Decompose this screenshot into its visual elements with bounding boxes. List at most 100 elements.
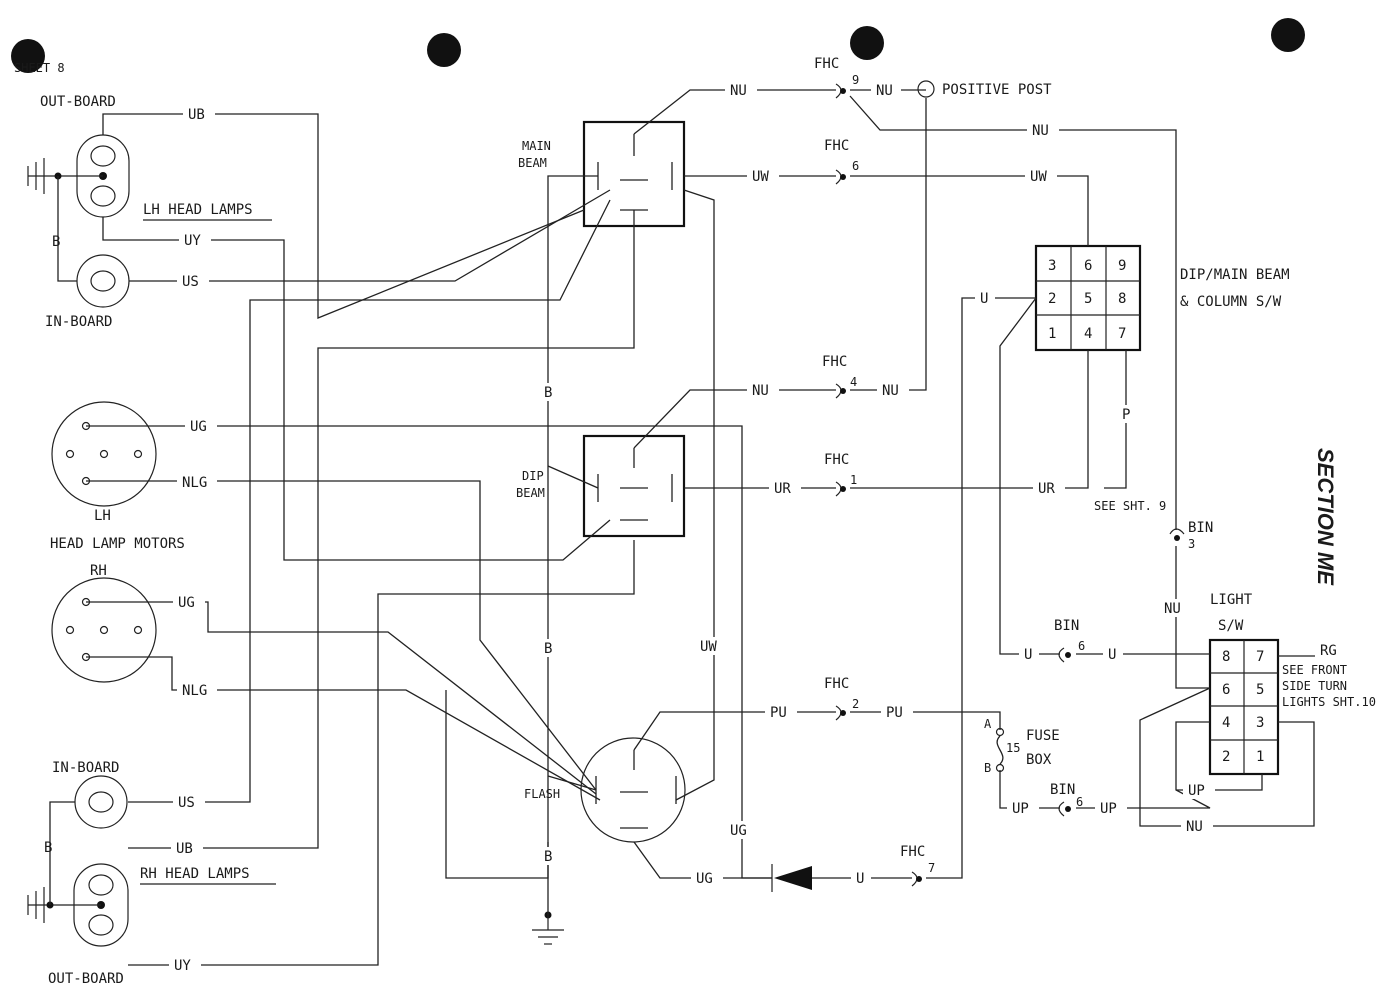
dms-title-2: & COLUMN S/W — [1180, 294, 1282, 310]
dms-pin-8: 8 — [1118, 291, 1126, 307]
lh-b-label: B — [52, 234, 60, 250]
wl-nu-1: NU — [730, 83, 747, 99]
ls-pin-2: 2 — [1222, 749, 1230, 765]
lh-head-lamps-title: LH HEAD LAMPS — [143, 202, 253, 218]
motors-title: HEAD LAMP MOTORS — [50, 536, 185, 552]
wl-uw-3: UW — [700, 639, 717, 655]
wl-up-2: UP — [1100, 801, 1117, 817]
wl-nlg-1: NLG — [182, 475, 207, 491]
bin3-pin: 3 — [1188, 537, 1195, 551]
ls-pin-6: 6 — [1222, 682, 1230, 698]
wl-nu-5: NU — [882, 383, 899, 399]
bin6a-pin: 6 — [1078, 639, 1085, 653]
fhc6-label: FHC — [824, 138, 849, 154]
fuse-title-2: BOX — [1026, 752, 1052, 768]
ls-pin-8: 8 — [1222, 649, 1230, 665]
see-front-note-1: SEE FRONT — [1282, 663, 1347, 677]
wl-pu-1: PU — [770, 705, 787, 721]
fuse-b: B — [984, 761, 991, 775]
bin6a-label: BIN — [1054, 618, 1079, 634]
wl-ur-1: UR — [774, 481, 791, 497]
main-beam-relay: MAIN BEAM — [518, 120, 686, 228]
wl-nlg-2: NLG — [182, 683, 207, 699]
bin3-label: BIN — [1188, 520, 1213, 536]
fhc2-pin: 2 — [852, 697, 859, 711]
fhc7-pin: 7 — [928, 861, 935, 875]
section-title: SECTION ME — [1313, 448, 1338, 586]
positive-post-label: POSITIVE POST — [942, 82, 1052, 98]
wl-p: P — [1122, 407, 1130, 423]
dip-beam-label-1: DIP — [522, 469, 544, 483]
wl-uy-1: UY — [184, 233, 201, 249]
dms-title-1: DIP/MAIN BEAM — [1180, 267, 1290, 283]
connectors — [835, 83, 1185, 887]
fuse-number: 15 — [1006, 741, 1020, 755]
ls-pin-4: 4 — [1222, 715, 1230, 731]
wire-labels: UB UY US UG NLG UG NLG US UB UY NU NU NU… — [169, 81, 1345, 974]
ls-title-1: LIGHT — [1210, 592, 1253, 608]
wl-rg: RG — [1320, 643, 1337, 659]
wl-nu-6: NU — [1164, 601, 1181, 617]
lh-head-lamps: OUT-BOARD LH HEAD LAMPS IN-BOARD B — [27, 94, 272, 330]
ground-symbol — [532, 911, 564, 945]
ls-pin-5: 5 — [1256, 682, 1264, 698]
wl-up-1: UP — [1012, 801, 1029, 817]
wl-ug-3: UG — [730, 823, 747, 839]
wl-ug-1: UG — [190, 419, 207, 435]
rh-outboard-label: OUT-BOARD — [48, 971, 124, 987]
wl-u-3: U — [1108, 647, 1116, 663]
positive-post-terminal — [917, 80, 935, 98]
fhc9-label: FHC — [814, 56, 839, 72]
lh-motor-label: LH — [94, 508, 111, 524]
ls-pin-3: 3 — [1256, 715, 1264, 731]
dip-main-beam-switch: 3 6 9 2 5 8 1 4 7 DIP/MAIN BEAM & COLUMN… — [1034, 244, 1290, 352]
see-sht9-note: SEE SHT. 9 — [1094, 499, 1166, 513]
fhc4-label: FHC — [822, 354, 847, 370]
ls-pin-1: 1 — [1256, 749, 1264, 765]
wl-pu-2: PU — [886, 705, 903, 721]
ls-title-2: S/W — [1218, 618, 1244, 634]
flash-label: FLASH — [524, 787, 560, 801]
see-front-note-3: LIGHTS SHT.10 — [1282, 695, 1376, 709]
head-lamp-motors: LH HEAD LAMP MOTORS RH — [50, 401, 185, 683]
wires — [86, 89, 1338, 966]
wl-u-2: U — [1024, 647, 1032, 663]
fhc1-pin: 1 — [850, 473, 857, 487]
wl-nu-4: NU — [752, 383, 769, 399]
fuse-box: A B 15 FUSE BOX — [984, 717, 1060, 775]
rh-head-lamps-title: RH HEAD LAMPS — [140, 866, 250, 882]
connector-labels: FHC 9 FHC 6 FHC 4 FHC 1 FHC 2 FHC 7 BIN … — [814, 56, 1213, 875]
wl-ug-2: UG — [178, 595, 195, 611]
diode — [771, 864, 812, 892]
lh-inboard-label: IN-BOARD — [45, 314, 112, 330]
fhc4-pin: 4 — [850, 375, 857, 389]
wl-u-4: U — [856, 871, 864, 887]
ls-pin-7: 7 — [1256, 649, 1264, 665]
dip-beam-relay: DIP BEAM — [516, 434, 686, 538]
dms-pin-4: 4 — [1084, 326, 1092, 342]
fhc6-pin: 6 — [852, 159, 859, 173]
wl-u-1: U — [980, 291, 988, 307]
wl-ur-2: UR — [1038, 481, 1055, 497]
fuse-a: A — [984, 717, 992, 731]
bin6b-label: BIN — [1050, 782, 1075, 798]
wl-up-3: UP — [1188, 783, 1205, 799]
wl-b-1: B — [544, 385, 552, 401]
bin6b-pin: 6 — [1076, 795, 1083, 809]
punch-holes — [11, 18, 1305, 73]
dms-pin-7: 7 — [1118, 326, 1126, 342]
wl-uy-2: UY — [174, 958, 191, 974]
rh-inboard-label: IN-BOARD — [52, 760, 119, 776]
wl-ub-1: UB — [188, 107, 205, 123]
dip-beam-label-2: BEAM — [516, 486, 545, 500]
wl-b-2: B — [544, 641, 552, 657]
dms-pin-9: 9 — [1118, 258, 1126, 274]
rh-motor-label: RH — [90, 563, 107, 579]
wl-b-3: B — [544, 849, 552, 865]
wl-ug-4: UG — [696, 871, 713, 887]
lh-outboard-label: OUT-BOARD — [40, 94, 116, 110]
fhc2-label: FHC — [824, 676, 849, 692]
sheet-ref: SHEET 8 — [14, 61, 65, 75]
dms-pin-6: 6 — [1084, 258, 1092, 274]
dms-pin-3: 3 — [1048, 258, 1056, 274]
